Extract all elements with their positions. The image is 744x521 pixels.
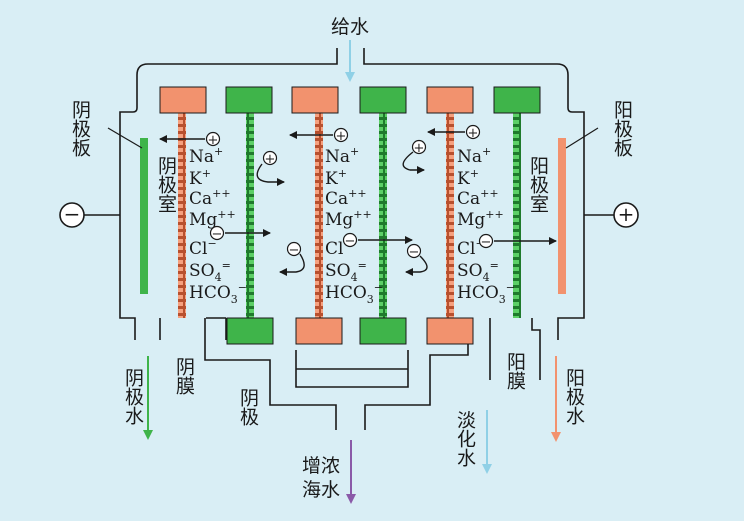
anode-plate xyxy=(558,138,566,294)
svg-text:K+: K+ xyxy=(325,167,347,189)
ion-list-3: Na+ K+ Ca++ Mg++ Cl− SO4= HCO3− xyxy=(457,145,515,306)
svg-text:Ca++: Ca++ xyxy=(189,187,231,209)
anode-chamber-label: 阳极室 xyxy=(527,156,549,213)
svg-text:−: − xyxy=(64,202,81,226)
svg-text:Ca++: Ca++ xyxy=(325,187,367,209)
fresh-water-label: 淡化水 xyxy=(454,410,476,467)
svg-text:Cl−: Cl− xyxy=(189,237,217,259)
ion-list-2: Na+ K+ Ca++ Mg++ Cl− SO4= HCO3− xyxy=(325,145,383,306)
anion-migration-arrows xyxy=(225,229,557,276)
membranes xyxy=(178,112,521,318)
top-blocks xyxy=(159,86,541,114)
cathode-chamber-label: 阴极室 xyxy=(155,156,177,213)
anion-membrane-label-left: 阴膜 xyxy=(173,357,195,395)
cathode-label: 阴极 xyxy=(237,388,259,426)
brine-label-line1: 增浓 xyxy=(302,455,340,477)
anode-water-label: 阳极水 xyxy=(563,368,585,425)
svg-text:K+: K+ xyxy=(457,167,479,189)
svg-text:Na+: Na+ xyxy=(189,145,223,167)
svg-text:−: − xyxy=(481,235,492,250)
svg-text:Na+: Na+ xyxy=(457,145,491,167)
svg-text:SO4=: SO4= xyxy=(189,259,231,284)
svg-text:+: + xyxy=(618,202,635,226)
anion-symbols: − − − − − xyxy=(209,225,494,260)
svg-text:+: + xyxy=(414,141,425,156)
svg-text:−: − xyxy=(212,227,223,242)
svg-text:+: + xyxy=(468,126,479,141)
cation-symbols: + + + + + xyxy=(205,124,481,167)
svg-text:Na+: Na+ xyxy=(325,145,359,167)
cathode-plate-label: 阴极板 xyxy=(69,100,91,157)
positive-terminal: + xyxy=(613,202,639,228)
cathode-plate xyxy=(140,138,148,294)
svg-text:HCO3−: HCO3− xyxy=(189,281,247,306)
svg-text:Mg++: Mg++ xyxy=(325,208,372,230)
membrane-cation-1 xyxy=(178,112,186,318)
bottom-blocks xyxy=(226,317,474,345)
feed-water-label: 给水 xyxy=(331,16,369,38)
svg-text:−: − xyxy=(345,234,356,249)
membrane-anion-3 xyxy=(513,112,521,318)
svg-text:+: + xyxy=(208,133,219,148)
svg-text:−: − xyxy=(289,243,300,258)
svg-text:K+: K+ xyxy=(189,167,211,189)
svg-text:Ca++: Ca++ xyxy=(457,187,499,209)
svg-text:HCO3−: HCO3− xyxy=(325,281,383,306)
membrane-anion-1 xyxy=(246,112,254,318)
svg-text:SO4=: SO4= xyxy=(325,259,367,284)
ion-list-1: Na+ K+ Ca++ Mg++ Cl− SO4= HCO3− xyxy=(189,145,247,306)
anode-plate-label: 阳极板 xyxy=(611,100,633,157)
svg-text:Mg++: Mg++ xyxy=(457,208,504,230)
svg-text:+: + xyxy=(265,152,276,167)
membrane-cation-2 xyxy=(315,112,323,318)
svg-text:HCO3−: HCO3− xyxy=(457,281,515,306)
cathode-water-label: 阴极水 xyxy=(122,368,144,425)
negative-terminal: − xyxy=(59,202,85,228)
svg-text:SO4=: SO4= xyxy=(457,259,499,284)
svg-text:Mg++: Mg++ xyxy=(189,208,236,230)
membrane-anion-2 xyxy=(379,112,387,318)
membrane-cation-3 xyxy=(446,112,454,318)
svg-text:+: + xyxy=(336,129,347,144)
cation-migration-arrows xyxy=(159,128,465,186)
cation-membrane-label-right: 阳膜 xyxy=(504,352,526,390)
brine-label-line2: 海水 xyxy=(302,479,340,501)
svg-text:−: − xyxy=(409,245,420,260)
housing-frame xyxy=(119,48,585,430)
